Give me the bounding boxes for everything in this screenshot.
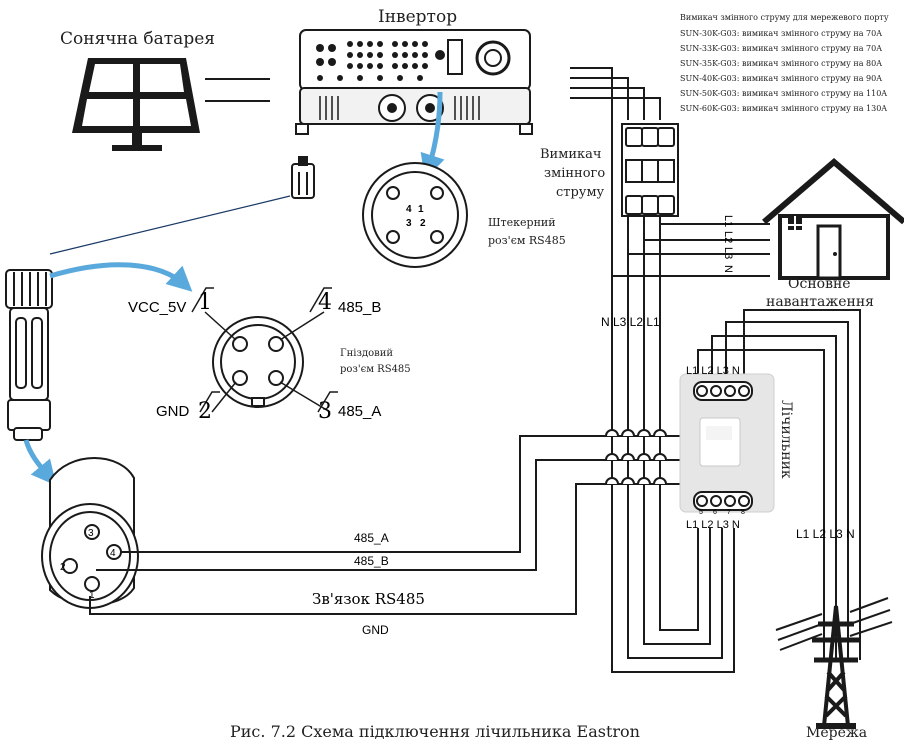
breaker-note-3: SUN-35K-G03: вимикач змінного струму на … <box>680 59 882 68</box>
main-load-label-1: Основне <box>788 276 851 292</box>
inverter-label: Інвертор <box>378 7 457 27</box>
breaker-note-6: SUN-60K-G03: вимикач змінного струму на … <box>680 104 887 113</box>
meter-bottom-label: L1 L2 L3 N <box>686 519 740 531</box>
grid-phase-label: L1 L2 L3 N <box>796 527 855 541</box>
socket-pin-4: 4 <box>318 290 332 315</box>
round-connector-icon <box>41 457 139 609</box>
a485-pin-label: 485_A <box>338 403 381 420</box>
breaker-note-0: Вимикач змінного струму для мережевого п… <box>680 13 889 22</box>
vcc-label: VCC_5V <box>128 299 186 316</box>
inverter-ac-output-wires <box>570 67 661 290</box>
plug-label-1: Штекерний <box>488 216 556 229</box>
breaker-note-5: SUN-50K-G03: вимикач змінного струму на … <box>680 89 887 98</box>
socket-pin-3: 3 <box>318 399 332 424</box>
socket-pin-leaders <box>191 287 338 413</box>
plug-label-2: роз'єм RS485 <box>488 234 566 247</box>
house-phase-n: N <box>722 265 734 273</box>
wire-a-label: 485_A <box>354 531 389 545</box>
phase-bus-label: N L3 L2 L1 <box>601 315 660 329</box>
conn-pin-2: 2 <box>60 562 66 573</box>
breaker-note-4: SUN-40K-G03: вимикач змінного струму на … <box>680 74 882 83</box>
wire-crossovers <box>605 429 667 485</box>
breaker-note-2: SUN-33K-G03: вимикач змінного струму на … <box>680 44 882 53</box>
plug-pin-3: 3 <box>406 218 412 229</box>
socket-label-1: Гніздовий <box>340 348 393 359</box>
signal-leader-line <box>49 195 291 255</box>
meter-terminal-7: 7 <box>727 509 731 516</box>
meter-terminal-5: 5 <box>699 509 703 516</box>
meter-top-label: L1 L2 L3 N <box>686 365 740 377</box>
rs485-wires <box>89 412 745 615</box>
wire-b-label: 485_B <box>354 554 389 568</box>
conn-pin-3: 3 <box>88 528 94 539</box>
plug-pin-1: 1 <box>418 204 424 215</box>
main-load-label-2: навантаження <box>766 294 874 310</box>
grid-label: Мережа <box>806 725 867 741</box>
breaker-notes: Вимикач змінного струму для мережевого п… <box>680 13 889 113</box>
inverter-to-plug-arrow <box>420 91 445 180</box>
house-phase-l2: L2 <box>722 231 734 243</box>
house-phase-l1: L1 <box>722 215 734 227</box>
meter-label: Лічильник <box>778 400 794 479</box>
plug-pin-2: 2 <box>420 218 426 229</box>
breaker-note-1: SUN-30K-G03: вимикач змінного струму на … <box>680 29 882 38</box>
conn-pin-4: 4 <box>110 548 116 559</box>
house-phase-l3: L3 <box>722 247 734 259</box>
socket-label-2: роз'єм RS485 <box>340 364 411 375</box>
socket-pin-1: 1 <box>198 290 212 315</box>
cable-connector-icon <box>5 269 53 441</box>
gnd-pin-label: GND <box>156 403 190 420</box>
cable-to-socket-arrow <box>49 262 193 292</box>
ac-breaker-icon <box>621 123 679 217</box>
solar-panel-icon <box>72 58 200 151</box>
wire-gnd-label: GND <box>362 623 389 637</box>
meter-terminal-6: 6 <box>713 509 717 516</box>
plug-connector-icon <box>362 162 468 268</box>
meter-terminal-8: 8 <box>741 509 745 516</box>
cable-to-connector-arrow <box>23 439 57 486</box>
grid-tower-icon <box>775 597 893 729</box>
breaker-label-3: струму <box>556 185 605 200</box>
conn-pin-1: 1 <box>89 590 95 601</box>
breaker-label-2: змінного <box>544 166 605 181</box>
socket-pin-2: 2 <box>198 399 212 424</box>
house-icon <box>762 158 904 280</box>
breaker-label-1: Вимикач <box>540 147 601 162</box>
meter-icon <box>679 373 775 513</box>
inverter-icon <box>295 29 533 135</box>
small-plug-icon <box>291 156 315 199</box>
figure-caption: Рис. 7.2 Схема підключення лічильника Ea… <box>230 722 640 741</box>
solar-label: Сонячна батарея <box>60 29 215 49</box>
plug-pin-4: 4 <box>406 204 412 215</box>
rs485-link-label: Зв'язок RS485 <box>312 590 425 608</box>
b485-pin-label: 485_B <box>338 299 381 316</box>
